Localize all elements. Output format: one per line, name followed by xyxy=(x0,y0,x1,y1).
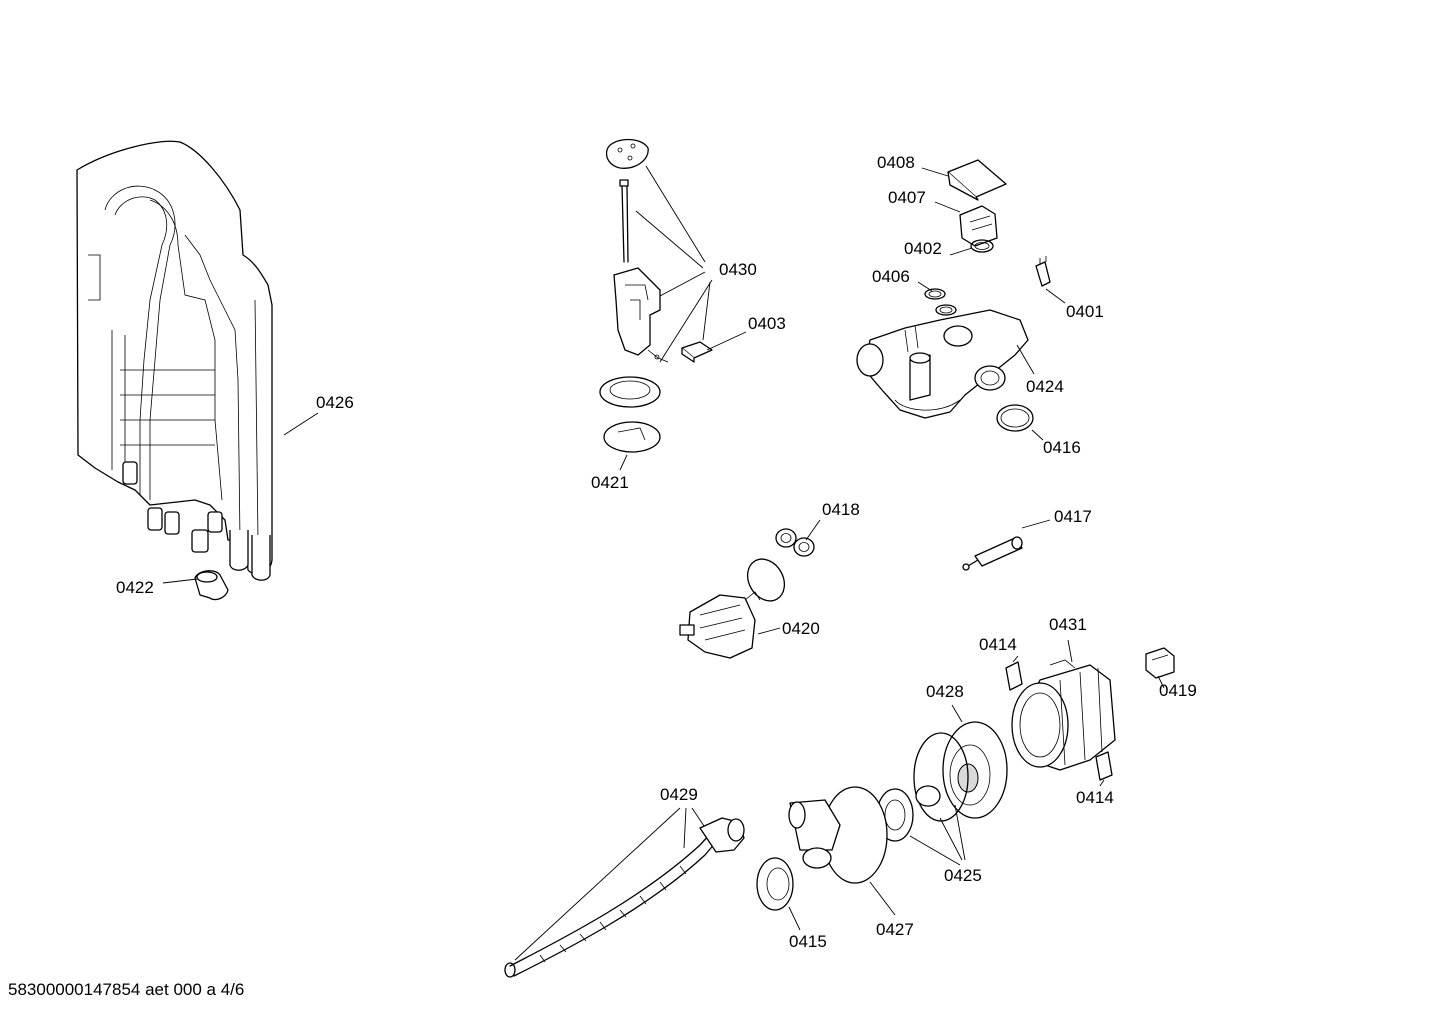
part-0415-seal-ring xyxy=(756,857,794,911)
label-0403: 0403 xyxy=(748,314,786,333)
label-0408: 0408 xyxy=(877,153,915,172)
part-0414-clip-bottom xyxy=(1095,751,1113,781)
label-0425: 0425 xyxy=(944,866,982,885)
part-0422-fitting xyxy=(194,570,229,601)
label-0419: 0419 xyxy=(1159,681,1197,700)
part-0427-pump-body xyxy=(788,786,888,884)
callout-labels: 0426 0422 0430 0403 0421 0408 0407 0402 … xyxy=(116,153,1197,951)
part-0430-float-assembly xyxy=(605,138,669,363)
label-0414-bottom: 0414 xyxy=(1076,788,1114,807)
part-0420-pump-motor xyxy=(679,558,786,659)
part-0416-hose-clamp xyxy=(996,404,1034,432)
label-0416: 0416 xyxy=(1043,438,1081,457)
label-0415: 0415 xyxy=(789,932,827,951)
label-0431: 0431 xyxy=(1049,615,1087,634)
label-0418: 0418 xyxy=(822,500,860,519)
part-0406-orings xyxy=(924,288,957,316)
label-0402: 0402 xyxy=(904,239,942,258)
part-0408-cover xyxy=(947,159,1007,201)
label-0417: 0417 xyxy=(1054,507,1092,526)
part-0419-connector xyxy=(1145,647,1175,679)
part-0431-motor xyxy=(1011,659,1116,771)
part-float-disc xyxy=(599,376,661,408)
label-0428: 0428 xyxy=(926,682,964,701)
part-0418-nut-set xyxy=(775,528,815,557)
label-0424: 0424 xyxy=(1026,377,1064,396)
part-0403-switch xyxy=(681,341,713,363)
part-0402-oring xyxy=(970,239,994,253)
label-0420: 0420 xyxy=(782,619,820,638)
label-0422: 0422 xyxy=(116,578,154,597)
label-0406: 0406 xyxy=(872,267,910,286)
label-0430: 0430 xyxy=(719,260,757,279)
leader-lines xyxy=(162,165,1165,961)
part-0424-pump-housing xyxy=(856,309,1029,419)
label-0427: 0427 xyxy=(876,920,914,939)
label-0421: 0421 xyxy=(591,473,629,492)
part-0401-clip xyxy=(1035,256,1051,287)
part-0407-connector xyxy=(959,205,998,247)
part-0429-drain-hose xyxy=(504,817,745,978)
document-reference: 58300000147854 aet 000 a 4/6 xyxy=(8,980,245,999)
part-0428-pump-cover xyxy=(942,721,1008,819)
label-0414-top: 0414 xyxy=(979,635,1017,654)
part-0421-cover xyxy=(603,421,661,453)
part-0417-heater-element xyxy=(962,536,1023,571)
label-0401: 0401 xyxy=(1066,302,1104,321)
label-0426: 0426 xyxy=(316,393,354,412)
part-0426-water-container xyxy=(76,140,273,581)
label-0407: 0407 xyxy=(888,188,926,207)
part-0414-clip-top xyxy=(1005,661,1023,691)
label-0429: 0429 xyxy=(660,785,698,804)
